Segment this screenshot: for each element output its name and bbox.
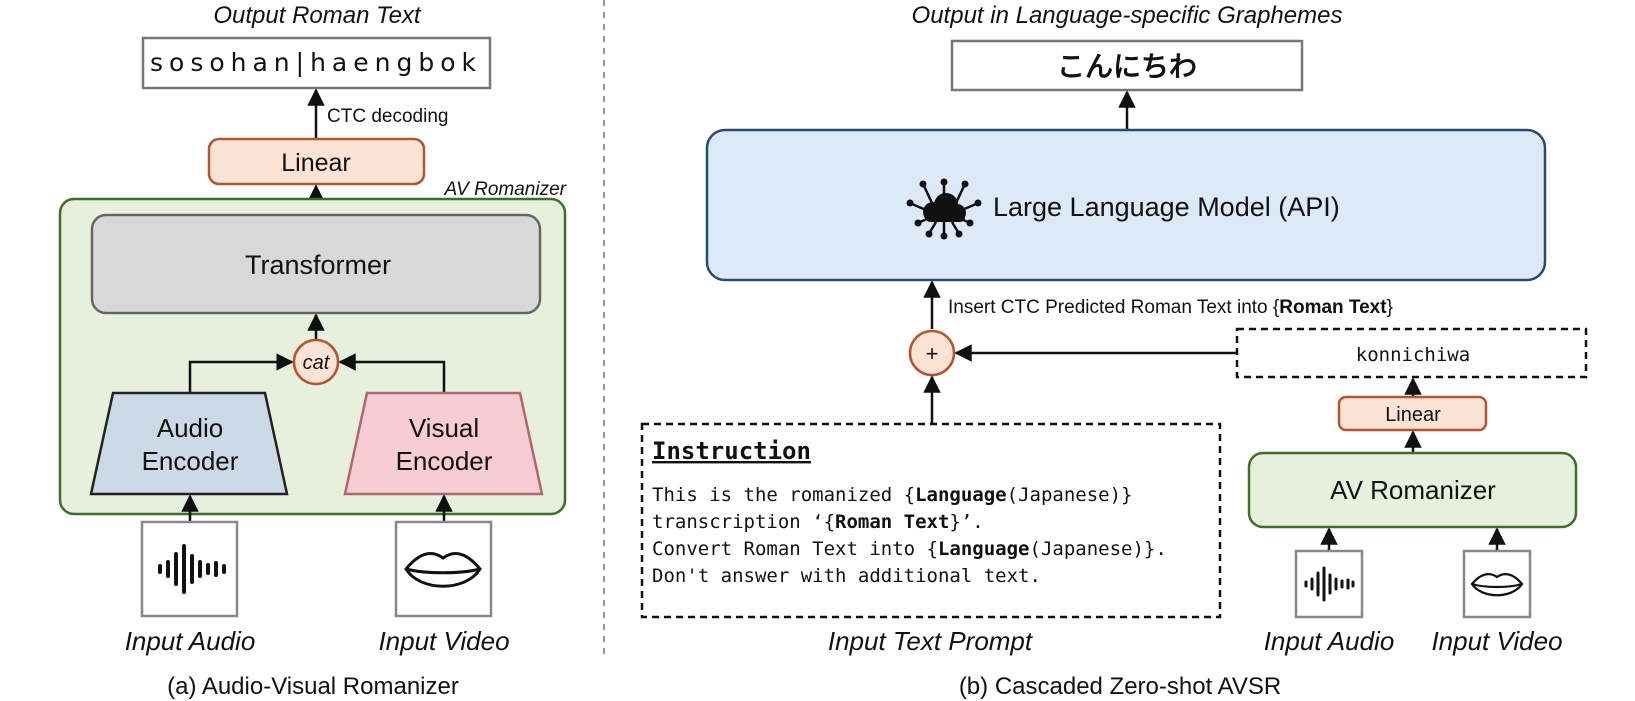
right-output-text: こんにちわ — [1057, 50, 1197, 83]
lips-icon — [404, 551, 482, 588]
cat-node — [292, 338, 340, 386]
input-text-prompt-label: Input Text Prompt — [828, 626, 1034, 656]
left-audio-frame — [140, 520, 239, 618]
transformer-label: Transformer — [245, 250, 391, 280]
right-av-romanizer-box — [1247, 451, 1578, 529]
right-av-romanizer-label: AV Romanizer — [1330, 475, 1496, 505]
right-linear-box — [1337, 395, 1488, 432]
right-input-audio-label: Input Audio — [1264, 626, 1395, 656]
audio-encoder-line2: Encoder — [142, 446, 239, 476]
left-output-box — [141, 36, 492, 90]
right-output-box — [950, 39, 1304, 92]
plus-node — [908, 329, 956, 377]
av-romanizer-label: AV Romanizer — [444, 179, 567, 200]
right-output-title: Output in Language-specific Graphemes — [912, 2, 1343, 29]
instruction-line: Convert Roman Text into {Language(Japane… — [652, 538, 1167, 560]
left-output-title: Output Roman Text — [213, 2, 422, 29]
left-input-audio-label: Input Audio — [125, 626, 256, 656]
instruction-line: transcription ‘{Roman Text}’. — [652, 511, 984, 533]
instruction-line: Don't answer with additional text. — [652, 565, 1041, 587]
left-output-text: sosohan|haengbok — [150, 48, 482, 77]
insert-label: Insert CTC Predicted Roman Text into {Ro… — [948, 297, 1393, 318]
llm-box — [705, 128, 1547, 282]
instruction-lines: This is the romanized {Language(Japanese… — [652, 484, 1167, 587]
left-linear-label: Linear — [281, 149, 351, 177]
cat-label: cat — [303, 352, 331, 374]
right-lips-icon — [1470, 573, 1524, 597]
cloud-network-icon — [906, 178, 982, 240]
right-input-video-label: Input Video — [1431, 626, 1562, 656]
audio-to-cat-arrow — [188, 353, 294, 393]
visual-encoder-line2: Encoder — [396, 446, 493, 476]
instruction-line: This is the romanized {Language(Japanese… — [652, 484, 1132, 506]
audio-encoder — [89, 391, 289, 496]
instruction-title: Instruction — [652, 437, 811, 465]
right-caption: (b) Cascaded Zero-shot AVSR — [959, 673, 1281, 700]
plus-label: + — [926, 341, 939, 366]
right-linear-label: Linear — [1385, 404, 1441, 426]
ctc-decoding-label: CTC decoding — [327, 106, 448, 127]
left-caption: (a) Audio-Visual Romanizer — [167, 673, 459, 700]
left-linear-box — [207, 137, 426, 186]
audio-encoder-line1: Audio — [157, 413, 224, 443]
instruction-box — [640, 422, 1222, 619]
visual-encoder — [343, 391, 544, 496]
left-input-video-label: Input Video — [378, 626, 509, 656]
right-waveform-icon — [1304, 566, 1355, 602]
transformer-box — [90, 213, 542, 315]
visual-encoder-line1: Visual — [409, 413, 479, 443]
llm-label: Large Language Model (API) — [993, 192, 1340, 222]
romanized-text: konnichiwa — [1356, 344, 1470, 366]
waveform-icon — [158, 544, 226, 594]
romanized-text-box — [1235, 327, 1588, 379]
visual-to-cat-arrow — [338, 353, 446, 393]
